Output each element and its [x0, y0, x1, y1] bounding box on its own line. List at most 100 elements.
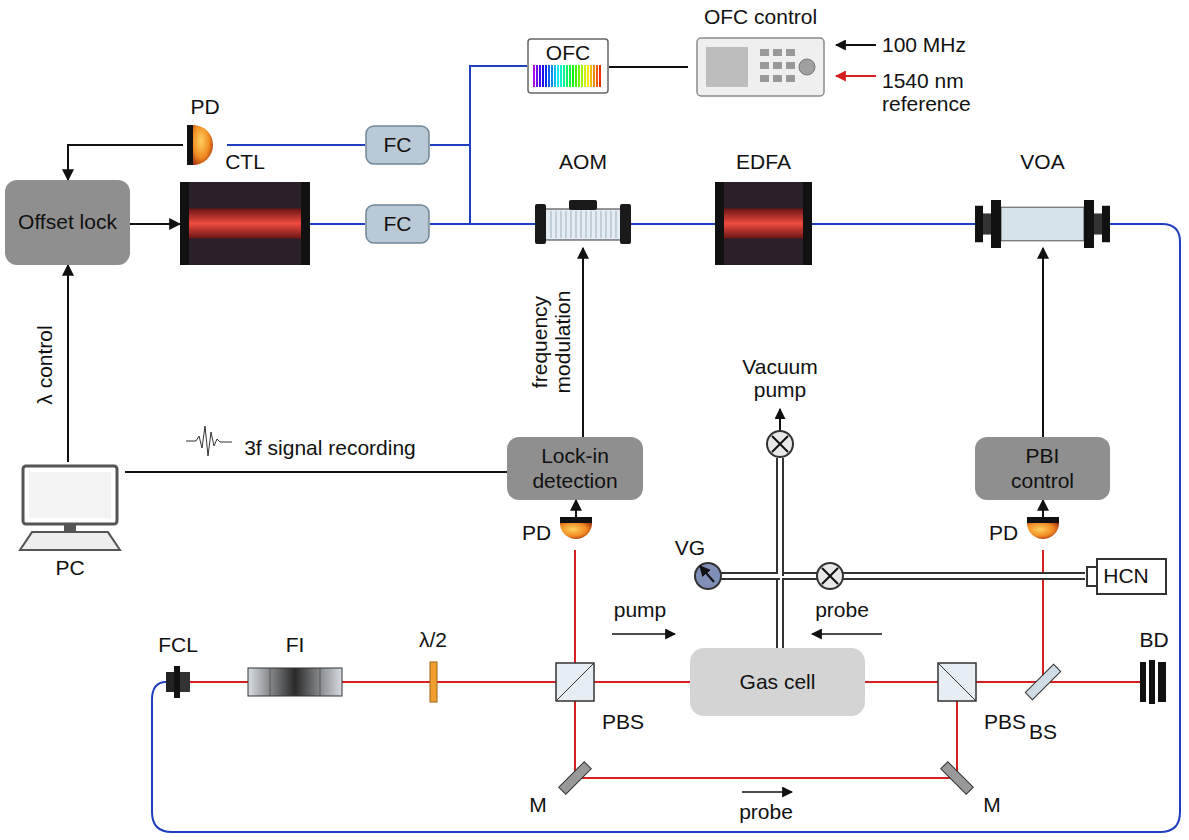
gas-cell: Gas cell [690, 648, 865, 716]
comb-controller: OFC control [688, 5, 833, 98]
signal-line [609, 66, 688, 68]
photodiode-shape [560, 523, 592, 539]
acousto-optic-modulator-shape [556, 211, 557, 238]
tunable-laser-shape [188, 209, 302, 239]
variable-attenuator-shape [991, 200, 1001, 248]
reference-arrow [836, 44, 876, 46]
part-label: 100 MHz [882, 33, 966, 56]
acousto-optic-modulator-shape [535, 204, 546, 244]
node-label: PD [522, 521, 551, 545]
node-label: AOM [559, 150, 607, 174]
acousto-optic-modulator: AOM [535, 150, 631, 248]
fiber-collimator [166, 666, 190, 698]
signal-waveform [186, 426, 232, 456]
fiber-amplifier-shape [715, 182, 724, 265]
gas-reservoir-shape [1097, 559, 1166, 594]
vacuum-gauge [700, 566, 714, 582]
comb-controller-shape [696, 37, 825, 97]
node-label: Gas cell [740, 670, 816, 694]
optical-fiber [310, 223, 365, 225]
signal-line [575, 500, 577, 517]
frequency-comb-shape [587, 65, 589, 87]
laser-beam [1042, 550, 1044, 682]
node-label: Lock-in detection [519, 444, 631, 492]
vacuum-gauge [695, 563, 721, 589]
comb-controller-shape [786, 49, 795, 56]
beam-direction-arrow [742, 791, 792, 793]
faraday-isolator [270, 668, 271, 696]
frequency-comb-shape [581, 65, 583, 87]
gas-cell-shape [690, 648, 865, 716]
control-box: Lock-in detection [507, 437, 643, 500]
optical-fiber [430, 224, 535, 225]
acousto-optic-modulator-shape [551, 211, 552, 238]
gas-reservoir: HCN [1085, 558, 1167, 595]
acousto-optic-modulator-shape [616, 211, 617, 238]
beam-dump [1158, 662, 1166, 702]
photodiode-shape [187, 125, 223, 165]
acousto-optic-modulator-shape [535, 200, 631, 248]
control-box-shape [5, 180, 130, 265]
signal-line [582, 248, 584, 437]
optical-fiber [227, 145, 365, 146]
pump-arrow [779, 409, 781, 431]
acousto-optic-modulator-shape [620, 204, 631, 244]
node-label: OFC [546, 41, 590, 65]
control-box: PBI control [975, 437, 1110, 500]
valve [767, 431, 793, 457]
signal-line [1043, 500, 1044, 517]
comb-controller-shape [760, 49, 769, 56]
edge-label: λ control [33, 323, 56, 406]
acousto-optic-modulator-shape [569, 200, 597, 210]
fiber-coupler-shape [366, 126, 429, 164]
frequency-comb-shape [536, 65, 538, 87]
variable-attenuator-shape [975, 206, 983, 242]
beam-direction-arrow [812, 633, 882, 635]
part-label: pump [614, 598, 667, 621]
photodiode-shape [1027, 523, 1059, 539]
optical-fiber [227, 144, 365, 146]
computer: PC [15, 462, 125, 580]
beam-splitter-cube [556, 663, 594, 701]
computer-shape [20, 532, 120, 550]
control-box: Offset lock [5, 180, 130, 265]
acousto-optic-modulator-shape [545, 209, 621, 240]
frequency-comb-shape [599, 65, 601, 87]
valve [817, 563, 843, 589]
comb-controller-shape [773, 49, 782, 56]
optical-fiber [631, 224, 715, 225]
signal-line [583, 248, 584, 437]
frequency-comb-shape [572, 65, 574, 87]
valve [772, 436, 788, 452]
signal-line [68, 265, 69, 462]
beam-splitter-cube [556, 663, 594, 701]
part-label: BS [1029, 720, 1057, 743]
acousto-optic-modulator-shape [571, 211, 572, 238]
fiber-coupler-shape [366, 205, 429, 243]
frequency-comb-shape [539, 65, 541, 87]
photodiode-shape [1027, 517, 1059, 550]
valve [822, 568, 838, 584]
laser-beam [190, 550, 1140, 778]
frequency-comb-shape [533, 65, 535, 87]
part-label: VG [675, 536, 705, 559]
frequency-comb-shape [590, 65, 592, 87]
part-label: M [983, 793, 1001, 816]
gas-pipe [721, 458, 782, 576]
photodiode-shape [560, 517, 592, 523]
control-box-shape [975, 437, 1110, 500]
part-label: Vacuum pump [735, 355, 825, 401]
photodiode-shape [560, 517, 592, 550]
variable-attenuator-shape [975, 200, 1110, 248]
faraday-isolator [320, 668, 321, 696]
beam-dump [1140, 662, 1146, 702]
comb-controller-shape [786, 75, 795, 82]
fiber-amplifier-shape [723, 182, 804, 265]
optical-fiber [310, 224, 365, 225]
gas-pipe [721, 458, 780, 576]
reference-arrow [836, 75, 876, 77]
optical-fiber [812, 224, 975, 225]
signal-line [130, 224, 180, 225]
optical-fiber [631, 223, 715, 225]
